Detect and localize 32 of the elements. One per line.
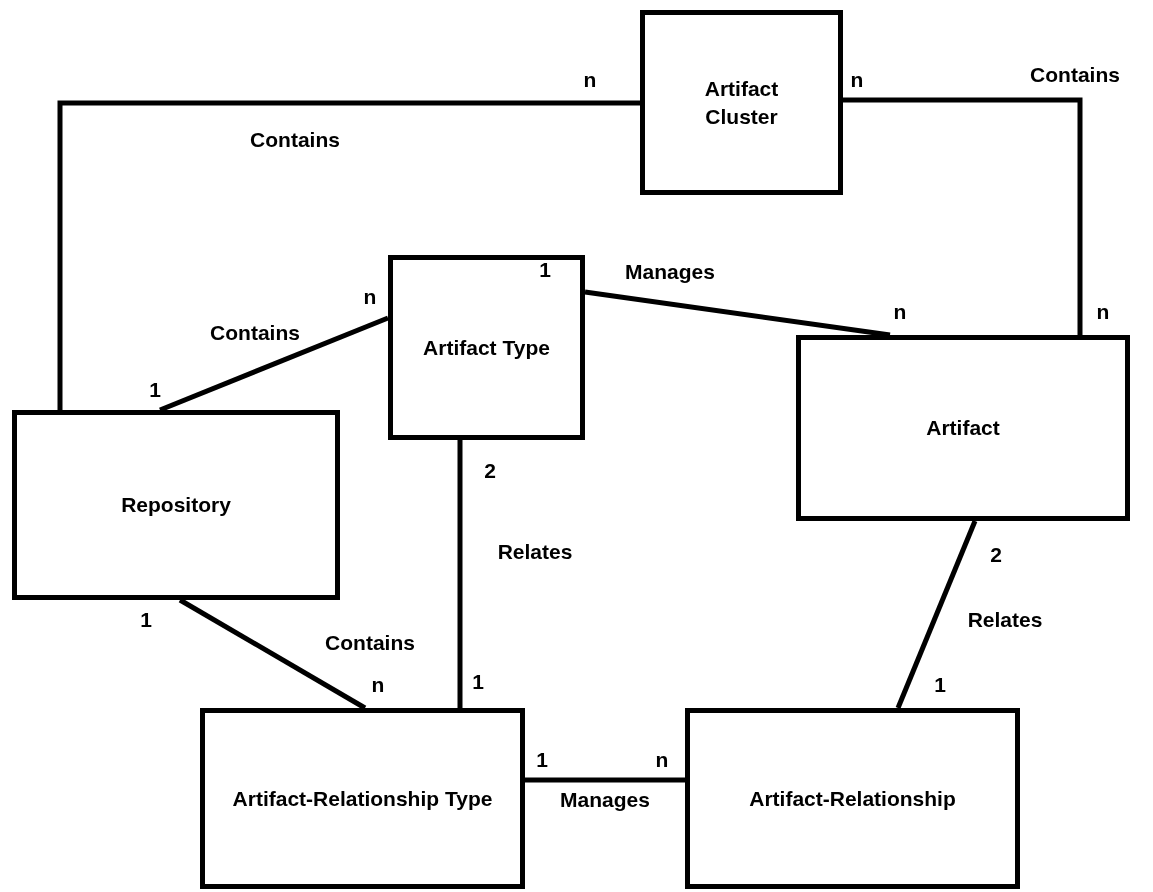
connector-line	[895, 520, 978, 709]
cardinality-label: 1	[148, 378, 162, 402]
cardinality-label: n	[582, 68, 598, 92]
cardinality-label: 1	[535, 748, 549, 772]
cardinality-label: 1	[139, 608, 153, 632]
entity-box	[12, 410, 340, 600]
cardinality-label: 2	[483, 459, 497, 483]
cardinality-label: 1	[933, 673, 947, 697]
cardinality-label: n	[654, 748, 670, 772]
entity-name: Repository	[121, 492, 231, 519]
cardinality-label: 1	[538, 258, 552, 282]
cardinality-label: n	[892, 300, 908, 324]
entity-name: Artifact Cluster	[703, 76, 780, 130]
connector-line	[525, 777, 685, 783]
entity-box	[640, 10, 843, 195]
entity-name: Artifact	[926, 415, 1000, 442]
connector-line	[457, 440, 463, 708]
entity-box	[200, 708, 525, 889]
cardinality-label: n	[849, 68, 865, 92]
cardinality-label: n	[370, 673, 386, 697]
cardinality-label: 1	[471, 670, 485, 694]
connector-line	[57, 100, 640, 410]
entity-name: Artifact Type	[423, 334, 550, 361]
entity-box	[796, 335, 1130, 521]
entity-box	[388, 255, 585, 440]
entity-name: Artifact-Relationship	[749, 785, 956, 812]
entity-box	[685, 708, 1020, 889]
entity-name: Artifact-Relationship Type	[232, 785, 493, 812]
cardinality-label: n	[1095, 300, 1111, 324]
cardinality-label: n	[362, 285, 378, 309]
connector-line	[843, 97, 1083, 335]
cardinality-label: 2	[989, 543, 1003, 567]
